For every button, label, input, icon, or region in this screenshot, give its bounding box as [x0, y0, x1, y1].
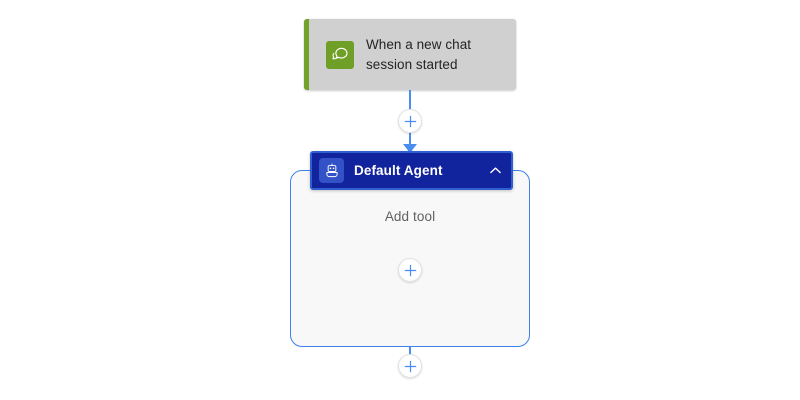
add-step-button-top[interactable] — [398, 109, 422, 133]
add-tool-button[interactable] — [398, 258, 422, 282]
connector-arrow-icon — [403, 144, 417, 153]
plus-icon — [404, 115, 416, 127]
trigger-node[interactable]: When a new chat session started — [304, 19, 516, 90]
chat-bubble-icon — [326, 40, 354, 69]
agent-node[interactable]: Default Agent — [310, 151, 513, 190]
trigger-label: When a new chat session started — [366, 36, 472, 72]
robot-icon — [319, 158, 344, 183]
chevron-up-icon[interactable] — [485, 161, 505, 181]
agent-title: Default Agent — [354, 163, 443, 178]
add-step-button-bottom[interactable] — [398, 354, 422, 378]
add-tool-label: Add tool — [384, 209, 436, 224]
plus-icon — [404, 264, 416, 276]
connector-line-agent-bottom — [409, 347, 411, 355]
trigger-accent-bar — [304, 19, 309, 90]
plus-icon — [404, 360, 416, 372]
agent-header[interactable]: Default Agent — [312, 153, 511, 188]
